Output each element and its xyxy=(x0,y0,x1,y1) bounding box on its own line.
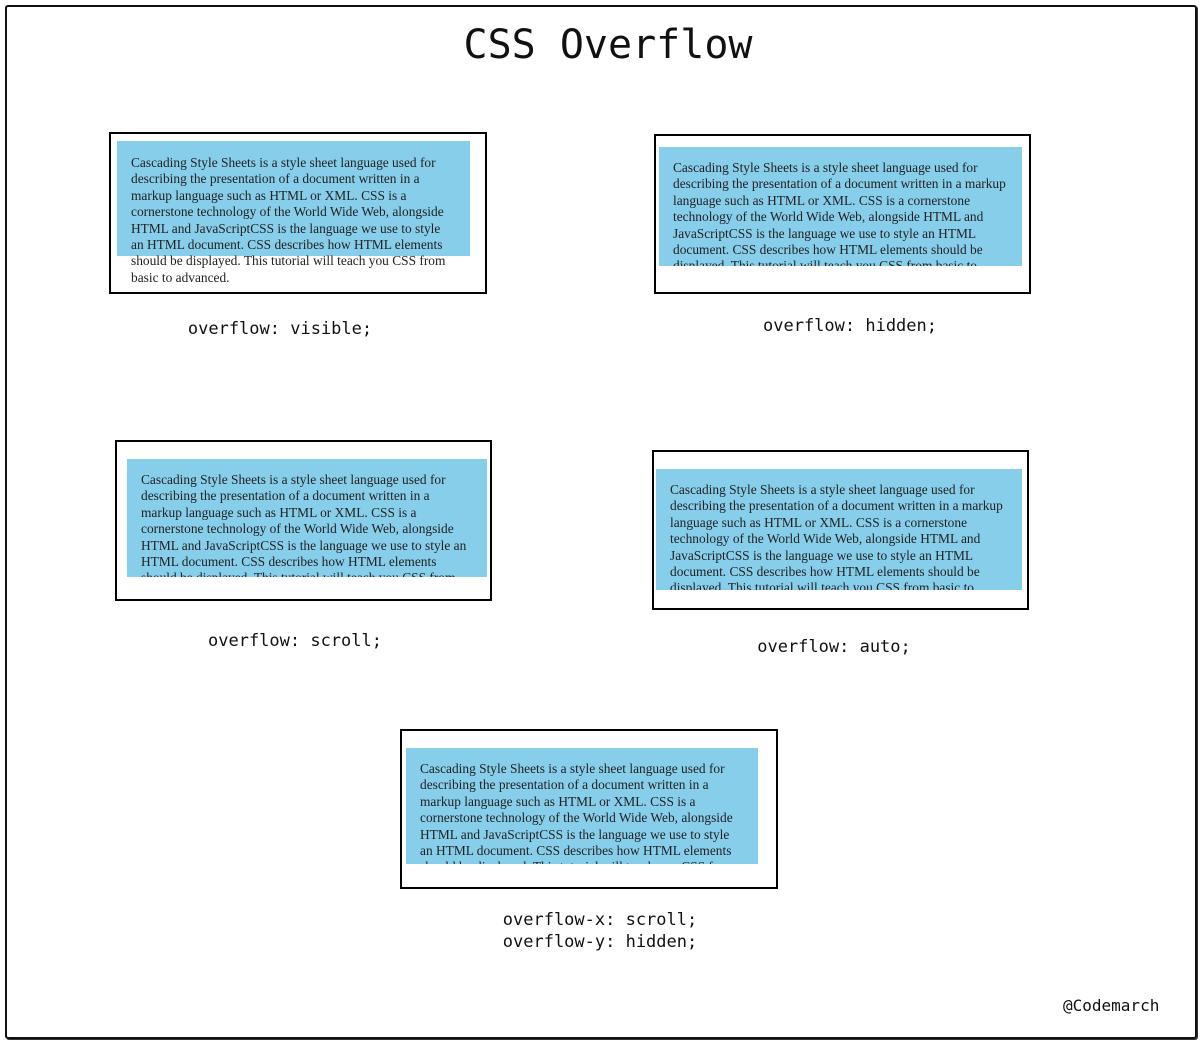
hidden-label: overflow: hidden; xyxy=(763,316,937,336)
scroll-demo-box[interactable]: Cascading Style Sheets is a style sheet … xyxy=(127,459,487,577)
auto-label: overflow: auto; xyxy=(757,637,911,657)
xscroll-label-line1: overflow-x: scroll; xyxy=(502,910,698,930)
page-title: CSS Overflow xyxy=(463,22,753,68)
hidden-demo-box: Cascading Style Sheets is a style sheet … xyxy=(659,147,1022,266)
xscroll-label-line2: overflow-y: hidden; xyxy=(502,932,698,952)
scroll-label: overflow: scroll; xyxy=(208,631,382,651)
auto-demo-box[interactable]: Cascading Style Sheets is a style sheet … xyxy=(656,469,1022,590)
visible-label: overflow: visible; xyxy=(187,319,373,339)
xscroll-demo-box[interactable]: Cascading Style Sheets is a style sheet … xyxy=(406,748,758,864)
visible-demo-box: Cascading Style Sheets is a style sheet … xyxy=(117,141,470,285)
credit: @Codemarch xyxy=(1063,996,1160,1015)
sketch-border xyxy=(5,5,1197,1039)
